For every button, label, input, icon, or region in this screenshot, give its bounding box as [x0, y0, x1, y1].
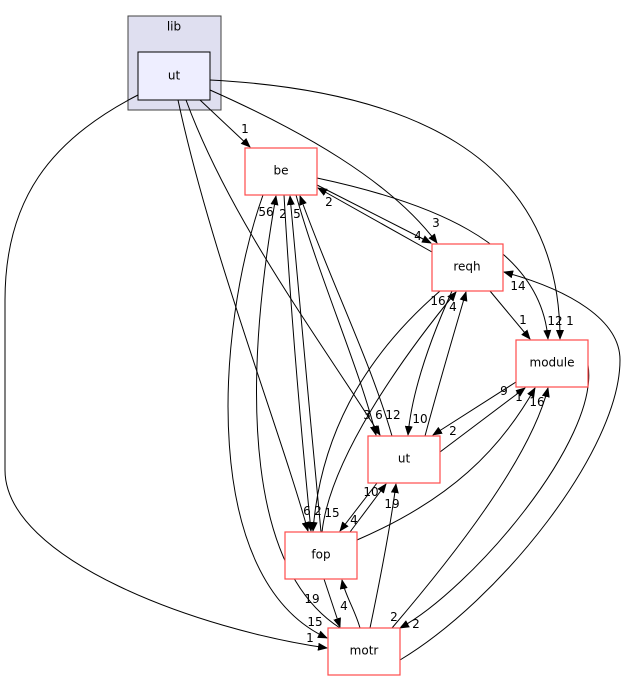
edge-ut-module	[439, 387, 526, 453]
edge-label: 2	[412, 617, 420, 631]
edge-label: 6	[375, 408, 383, 422]
edge-be-reqh	[316, 184, 432, 244]
node-label: ut	[168, 69, 181, 83]
edge-libut-fop	[177, 99, 310, 532]
edge-libut-module	[209, 79, 564, 340]
edge-label: 16	[430, 294, 445, 308]
node-be[interactable]: be	[244, 147, 318, 196]
edge-label: 1	[241, 122, 249, 136]
edge-be-motr	[227, 194, 328, 639]
edge-motr-reqh	[399, 270, 621, 661]
edge-libut-ut	[185, 99, 381, 436]
edge-ut-fop	[339, 482, 378, 532]
edge-label: 1	[519, 313, 527, 327]
edge-label: 3	[363, 408, 371, 422]
edge-label: 1	[306, 631, 314, 645]
edge-label: 2	[314, 504, 322, 518]
edge-module-ut	[432, 381, 517, 436]
edge-label: 6	[303, 504, 311, 518]
edge-module-motr	[399, 364, 590, 629]
node-ut[interactable]: ut	[367, 435, 441, 484]
edge-be-module	[316, 177, 552, 340]
edge-be-ut	[295, 194, 378, 436]
edges	[4, 79, 621, 661]
edge-reqh-be	[317, 187, 433, 253]
edge-label: 15	[307, 615, 322, 629]
node-fop[interactable]: fop	[284, 531, 358, 580]
edge-label: 12	[547, 314, 562, 328]
edge-label: 2	[390, 610, 398, 624]
edge-label: 2	[325, 195, 333, 209]
edge-fop-motr	[323, 578, 341, 628]
edge-label: 10	[412, 412, 427, 426]
node-label: module	[530, 356, 575, 370]
edge-label: 5	[293, 207, 301, 221]
edge-motr-module	[391, 387, 550, 629]
edge-libut-motr	[4, 94, 328, 651]
edge-label: 10	[363, 485, 378, 499]
edge-label: 4	[449, 300, 457, 314]
edge-label: 9	[500, 384, 508, 398]
edge-motr-ut	[369, 483, 399, 629]
edge-fop-reqh	[321, 291, 457, 533]
edge-ut-reqh	[424, 291, 468, 437]
edge-label: 2	[279, 207, 287, 221]
node-reqh[interactable]: reqh	[431, 243, 504, 292]
node-label: reqh	[453, 260, 480, 274]
node-label: be	[274, 164, 289, 178]
edge-label: 19	[384, 497, 399, 511]
edge-label: 16	[529, 395, 544, 409]
edge-label: 15	[324, 506, 339, 520]
node-module[interactable]: module	[515, 339, 589, 388]
edge-ut-be	[299, 195, 393, 437]
edge-motr-be	[256, 195, 341, 629]
edge-label: 4	[414, 229, 422, 243]
edge-label: 4	[350, 513, 358, 527]
edge-label: 1	[515, 390, 523, 404]
edge-reqh-module	[489, 290, 531, 340]
edge-fop-be	[286, 195, 322, 533]
node-label: ut	[398, 452, 411, 466]
edge-label: 19	[304, 592, 319, 606]
cluster-label: lib	[167, 20, 181, 34]
edge-be-fop	[283, 194, 315, 532]
edge-motr-fop	[339, 579, 361, 629]
node-motr[interactable]: motr	[327, 627, 401, 676]
edge-label: 56	[258, 205, 273, 219]
edge-label: 3	[432, 216, 440, 230]
node-label: motr	[350, 644, 379, 658]
node-label: fop	[311, 548, 330, 562]
edge-label: 1	[566, 314, 574, 328]
edge-fop-ut	[349, 483, 387, 533]
edge-label: 14	[510, 279, 525, 293]
edge-label: 2	[449, 424, 457, 438]
edge-reqh-ut	[404, 290, 453, 436]
edge-libut-reqh	[209, 89, 438, 244]
edge-label: 12	[385, 408, 400, 422]
edge-libut-be	[199, 99, 251, 148]
edge-reqh-fop	[309, 290, 441, 532]
edge-label: 4	[340, 599, 348, 613]
node-lib-ut[interactable]: ut	[137, 51, 211, 101]
